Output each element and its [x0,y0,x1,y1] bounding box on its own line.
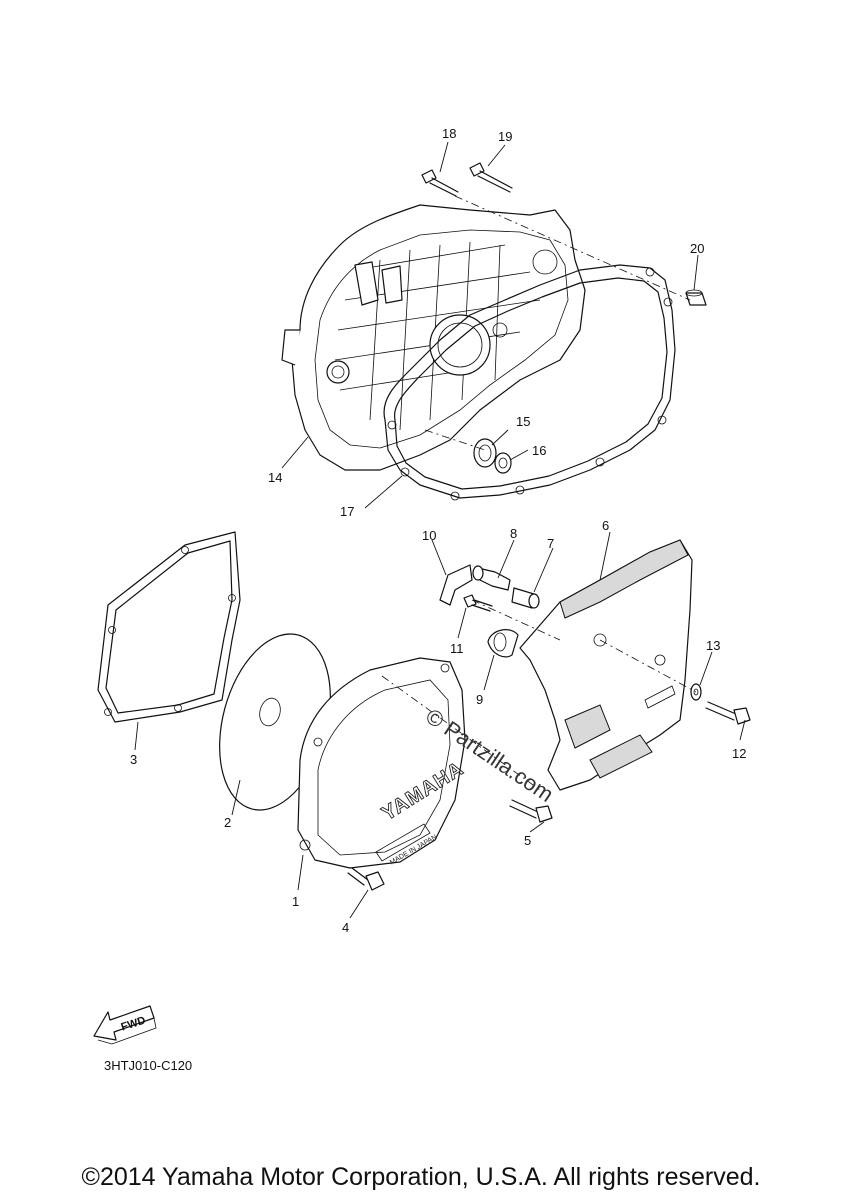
callout-15: 15 [516,414,530,429]
bolt-part-4 [347,867,385,891]
bolt-part-11 [463,594,493,612]
diagram-reference-code: 3HTJ010-C120 [104,1058,192,1073]
dowel-part-20 [685,289,707,306]
callout-leaders [134,141,746,919]
ring-part-16 [494,452,512,474]
callout-7: 7 [547,536,554,551]
alignment-line [424,429,486,451]
bolt-part-18 [421,169,459,197]
callout-8: 8 [510,526,517,541]
alignment-line [381,675,541,791]
bolt-part-12 [705,701,751,725]
callout-17: 17 [340,504,354,519]
callout-2: 2 [224,815,231,830]
copyright-footer: ©2014 Yamaha Motor Corporation, U.S.A. A… [81,1163,761,1191]
crankcase-part-14 [281,204,586,471]
gasket-part-3 [97,531,241,723]
alignment-line [599,639,697,693]
callout-16: 16 [532,443,546,458]
callout-5: 5 [524,833,531,848]
callout-6: 6 [602,518,609,533]
callout-3: 3 [130,752,137,767]
bracket-part-10 [439,564,473,606]
callout-9: 9 [476,692,483,707]
forward-arrow-icon: FWD [93,1005,157,1045]
bolt-part-19 [469,162,513,193]
callout-4: 4 [342,920,349,935]
sprocket-cover-part-6 [519,539,693,791]
callout-19: 19 [498,129,512,144]
callout-12: 12 [732,746,746,761]
callout-13: 13 [706,638,720,653]
oil-seal-part-15 [473,438,497,468]
callout-20: 20 [690,241,704,256]
damper-part-7 [511,587,540,609]
clip-part-9 [487,629,519,658]
alignment-line [471,599,561,641]
bolt-part-5 [509,799,553,823]
callout-11: 11 [450,641,464,656]
callout-14: 14 [268,470,282,485]
alignment-line [454,195,691,301]
callout-1: 1 [292,894,299,909]
collar-part-8 [472,565,511,591]
gasket-part-17 [383,264,676,501]
callout-18: 18 [442,126,456,141]
callout-10: 10 [422,528,436,543]
